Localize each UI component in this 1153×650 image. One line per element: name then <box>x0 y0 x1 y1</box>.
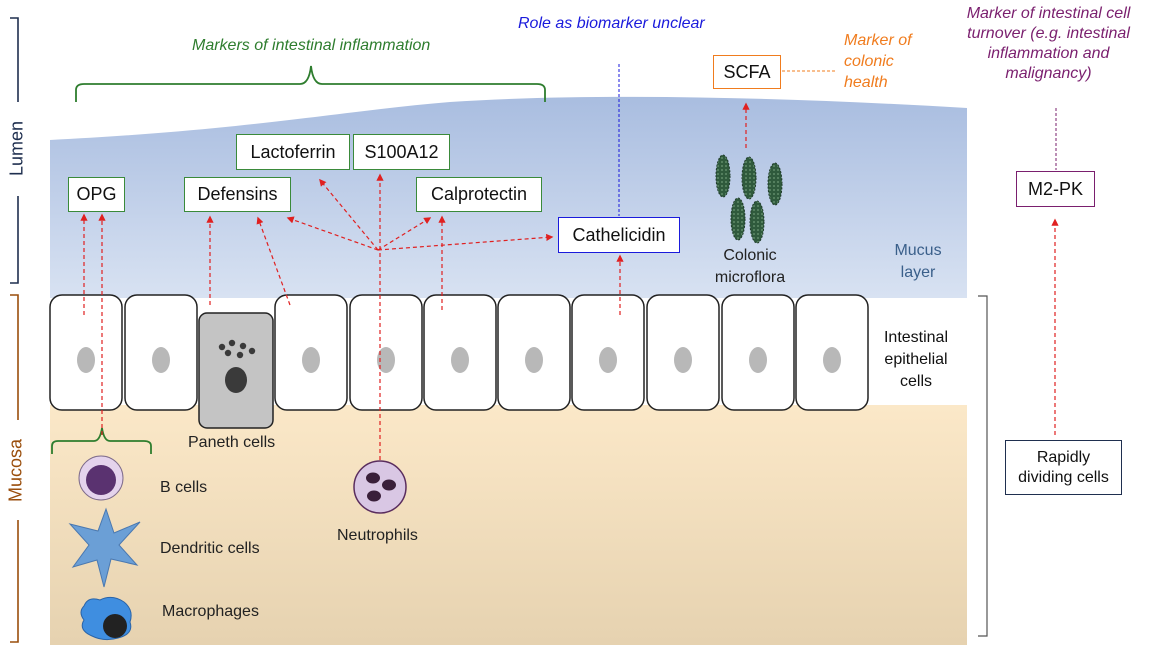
inflammation-brace <box>75 65 546 102</box>
mucosa-label: Mucosa <box>5 438 26 503</box>
epithelial-line-3: cells <box>899 373 932 390</box>
marker-arrows <box>80 102 1059 460</box>
colonic-health-line-2: colonic <box>844 53 894 70</box>
colonic-microflora-label: Colonic microflora <box>700 245 800 289</box>
paneth-granules <box>218 339 256 393</box>
mucus-line-2: layer <box>900 264 936 281</box>
paneth-cells-label: Paneth cells <box>188 434 276 451</box>
m2pk-box: M2-PK <box>1016 171 1095 207</box>
cell-turnover-line-4: malignancy) <box>1005 65 1092 82</box>
inflammation-annotation: Markers of intestinal inflammation <box>192 37 431 54</box>
epithelial-line-2: epithelial <box>884 351 948 368</box>
mucus-layer-label: Mucus layer <box>880 240 956 284</box>
mucosa-bracket <box>10 294 19 643</box>
macrophage-cell <box>80 596 132 641</box>
scfa-box: SCFA <box>713 55 781 89</box>
lumen-bracket <box>10 17 19 284</box>
defensins-box: Defensins <box>184 177 291 212</box>
opg-box: OPG <box>68 177 125 212</box>
colonic-health-line-1: Marker of <box>844 32 912 49</box>
neutrophil-cell <box>353 460 407 514</box>
cell-turnover-line-1: Marker of intestinal cell <box>966 5 1131 22</box>
mucosa-tissue <box>50 405 967 645</box>
mucus-line-1: Mucus <box>894 242 942 259</box>
cell-turnover-line-3: inflammation and <box>987 45 1110 62</box>
epithelium-bracket <box>978 295 988 637</box>
b-cells-label: B cells <box>160 479 208 496</box>
colonic-health-line-3: health <box>844 74 888 91</box>
lactoferrin-box: Lactoferrin <box>236 134 350 170</box>
cell-turnover-line-2: turnover (e.g. intestinal <box>967 25 1130 42</box>
cell-nuclei <box>77 347 841 373</box>
epithelial-line-1: Intestinal <box>883 329 949 346</box>
dendritic-cell <box>68 507 141 588</box>
cathelicidin-box: Cathelicidin <box>558 217 680 253</box>
rapidly-dividing-line-2: dividing cells <box>1018 468 1109 486</box>
lumen-label: Lumen <box>6 120 27 177</box>
neutrophils-label: Neutrophils <box>337 527 418 544</box>
macrophages-label: Macrophages <box>162 603 259 620</box>
calprotectin-box: Calprotectin <box>416 177 542 212</box>
colonic-microflora-bacteria <box>715 154 783 244</box>
rapidly-dividing-box: Rapidly dividing cells <box>1005 440 1122 495</box>
s100a12-box: S100A12 <box>353 134 450 170</box>
microflora-line-1: Colonic <box>723 247 777 264</box>
epithelial-cells-label: Intestinal epithelial cells <box>870 327 962 393</box>
rapidly-dividing-line-1: Rapidly <box>1036 448 1091 466</box>
colonic-health-annotation: Marker of colonic health <box>844 30 912 93</box>
b-cell <box>78 455 124 501</box>
dendritic-cells-label: Dendritic cells <box>160 540 260 557</box>
microflora-line-2: microflora <box>714 269 786 286</box>
biomarker-unclear-annotation: Role as biomarker unclear <box>518 15 705 32</box>
cell-turnover-annotation: Marker of intestinal cell turnover (e.g.… <box>946 4 1151 84</box>
